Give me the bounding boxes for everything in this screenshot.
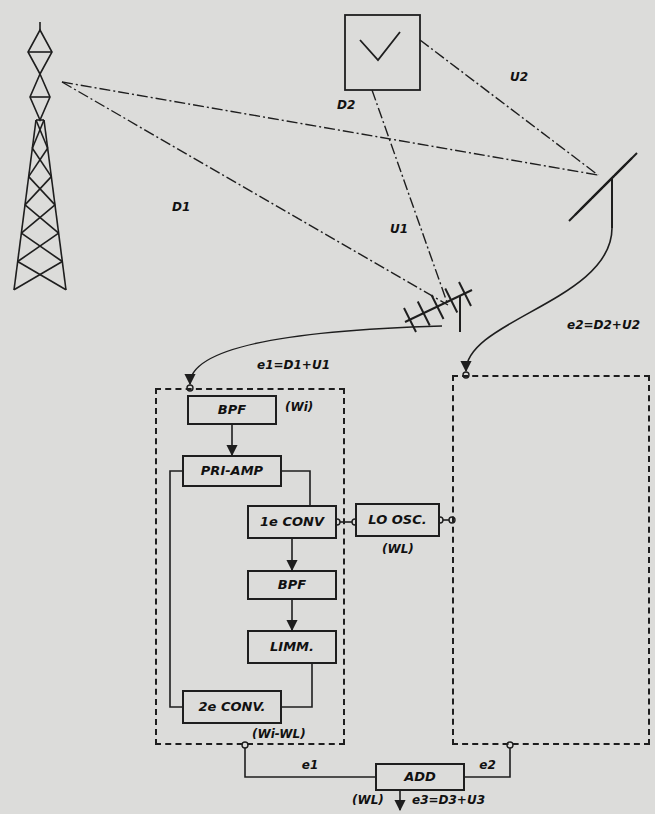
antenna-element: [459, 282, 471, 306]
signal-label: D2: [335, 98, 357, 112]
converter-box: 1e CONV: [247, 505, 337, 539]
terminal: [242, 742, 248, 748]
amplifier-box: PRI-AMP: [182, 455, 282, 487]
signal-line: [291, 600, 293, 630]
receiver-unit: [452, 375, 650, 745]
filter-box: BPF: [187, 395, 277, 425]
antenna-element: [615, 153, 637, 175]
receiver-unit: BPF PRI-AMP 1e CONV BPF LIMM. 2e CONV.: [155, 388, 345, 745]
propagation-paths: [62, 40, 598, 305]
signal-line: [282, 471, 310, 505]
receiving-antenna: [404, 282, 472, 332]
box-label: LO OSC.: [368, 513, 426, 527]
signal-label: (Wi): [283, 400, 315, 414]
output-arrow: [399, 791, 401, 810]
antenna-element: [432, 295, 444, 319]
box-label: LIMM.: [270, 640, 314, 654]
signal-name: e2: [477, 758, 498, 772]
signal-line: [282, 664, 312, 707]
box-label: 2e CONV.: [199, 700, 266, 714]
signal-line: [231, 425, 233, 455]
signal-label: (WL): [380, 542, 416, 556]
box-label: PRI-AMP: [201, 464, 263, 478]
signal-line: [170, 471, 182, 707]
antenna-element: [418, 302, 430, 326]
filter-box: BPF: [247, 570, 337, 600]
box-label: BPF: [218, 403, 246, 417]
reflected-path: [372, 90, 448, 305]
receiving-antenna: [569, 153, 637, 228]
transmitter-tower: [14, 22, 66, 290]
signal-label: U1: [388, 222, 410, 236]
signal-line: [245, 745, 375, 777]
signal-label: D1: [170, 200, 192, 214]
signal-label: e2=D2+U2: [565, 318, 642, 332]
adder-box: ADD: [375, 763, 465, 791]
box-label: ADD: [404, 770, 436, 784]
reflector: [345, 15, 420, 90]
terminal: [507, 742, 513, 748]
signal-label: e1=D1+U1: [255, 358, 332, 372]
limiter-box: LIMM.: [247, 630, 337, 664]
signal-name: e1: [300, 758, 321, 772]
box-label: 1e CONV: [260, 515, 324, 529]
signal-label: e3=D3+U3: [410, 793, 487, 807]
signal-label: (WL): [350, 793, 386, 807]
direct-path: [62, 82, 598, 175]
box-label: BPF: [278, 578, 306, 592]
converter-box: 2e CONV.: [182, 690, 282, 724]
antenna-element: [404, 308, 416, 332]
reflected-path: [420, 40, 598, 175]
antenna-element: [445, 289, 457, 313]
oscillator-box: LO OSC.: [355, 503, 440, 537]
signal-label: U2: [508, 70, 530, 84]
signal-label: (Wi-WL): [250, 727, 308, 741]
signal-line: [465, 745, 510, 777]
signal-line: [291, 539, 293, 570]
